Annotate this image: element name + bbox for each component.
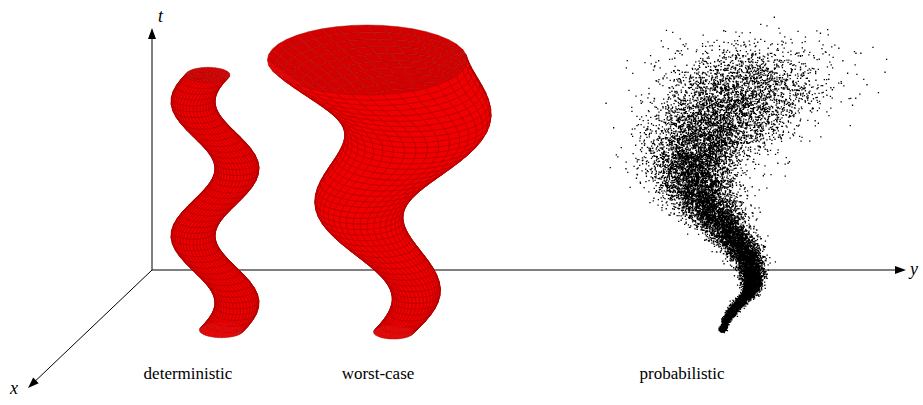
surface-patch <box>190 245 195 251</box>
surface-patch <box>203 268 212 274</box>
surface-patch <box>190 239 194 245</box>
surface-patch <box>193 239 197 245</box>
surface-patch <box>195 88 203 94</box>
surface-patch <box>190 233 195 239</box>
surface-patch <box>200 216 209 222</box>
surface-patch <box>232 303 237 309</box>
surface-patch <box>228 320 235 326</box>
surface-patch <box>194 123 202 129</box>
arrowhead <box>148 28 156 39</box>
surface-patch <box>178 104 181 111</box>
surface-patch <box>225 291 233 297</box>
surface-patch <box>218 332 227 338</box>
surface-patch <box>229 297 235 303</box>
surface-patch <box>190 100 195 106</box>
surface-patch <box>243 308 246 314</box>
surface-patch <box>194 256 201 262</box>
surface-patch <box>206 104 209 111</box>
surface-patch <box>230 308 234 314</box>
surface-patch <box>186 106 189 112</box>
surface-patch <box>208 274 217 280</box>
surface-patch <box>192 227 199 233</box>
t-axis <box>152 39 153 270</box>
surface-patch <box>180 104 183 110</box>
y-axis <box>152 270 895 271</box>
surface-patch <box>230 164 236 170</box>
x-axis <box>36 270 152 380</box>
surface-patch <box>211 204 220 210</box>
surface-patch <box>209 141 218 147</box>
deterministic-tube <box>171 67 259 337</box>
surface-patch <box>231 181 237 187</box>
surface-patch <box>197 106 200 112</box>
surface-patch <box>193 106 197 112</box>
surface-patch <box>200 105 203 111</box>
surface-patch <box>198 129 207 135</box>
surface-patch <box>233 175 237 181</box>
surface-patch <box>199 83 208 89</box>
arrowhead <box>28 378 39 388</box>
surface-patch <box>223 326 231 332</box>
surface-patch <box>183 105 186 111</box>
surface-patch <box>195 222 203 228</box>
surface-patch <box>192 94 199 100</box>
surface-patch <box>232 170 236 176</box>
surface-patch <box>190 106 194 112</box>
surface-patch <box>203 104 206 110</box>
surface-patch <box>223 193 231 199</box>
surface-patch <box>227 187 234 193</box>
worst-case-tube <box>267 25 491 339</box>
surface-patch <box>214 280 223 286</box>
surface-patch <box>204 135 213 141</box>
arrowhead <box>895 266 906 274</box>
surface-patch <box>186 239 190 245</box>
surface-patch <box>221 152 229 158</box>
surface-patch <box>215 146 224 152</box>
surface-patch <box>220 285 229 291</box>
surface-patch <box>190 112 195 118</box>
surface-patch <box>217 199 226 205</box>
surface-patch <box>198 262 207 268</box>
surface-patch <box>224 307 227 313</box>
surface-patch <box>191 117 197 123</box>
surface-patch <box>231 314 236 320</box>
surface-patch <box>227 308 230 314</box>
surface-patch <box>240 308 244 314</box>
surface-patch <box>233 309 237 315</box>
surface-patch <box>191 251 197 257</box>
surface-patch <box>237 309 241 315</box>
surface-patch <box>226 158 233 164</box>
surface-patch <box>205 210 214 216</box>
